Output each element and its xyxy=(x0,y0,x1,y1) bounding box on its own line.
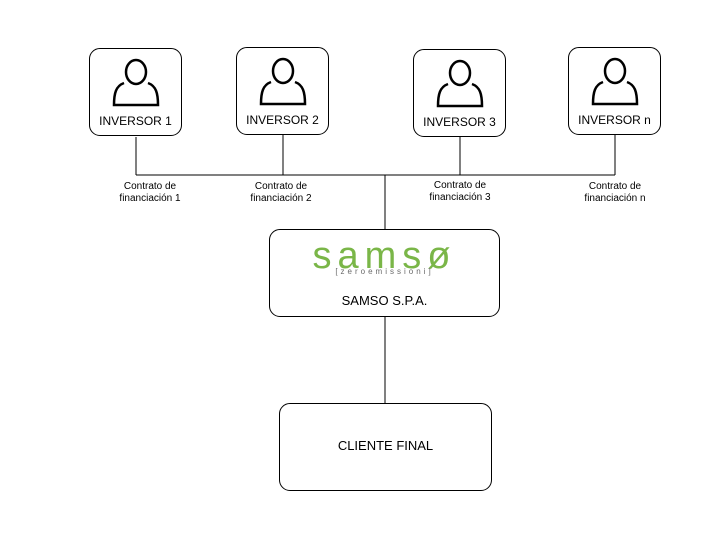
contract-line-2: financiación n xyxy=(584,193,646,204)
contract-label-2: Contrato de financiación 2 xyxy=(226,181,336,205)
company-box: samsø [zeroemissioni] SAMSO S.P.A. xyxy=(269,229,500,317)
investor-label: INVERSOR n xyxy=(578,113,651,127)
investor-box-3: INVERSOR 3 xyxy=(413,49,506,137)
contract-line-1: Contrato de xyxy=(123,181,177,192)
person-icon xyxy=(112,58,159,107)
person-icon xyxy=(591,57,638,106)
company-name: SAMSO S.P.A. xyxy=(341,293,428,308)
contract-label-n: Contrato de financiación n xyxy=(560,181,670,205)
investor-label: INVERSOR 2 xyxy=(246,113,319,127)
investor-label: INVERSOR 1 xyxy=(99,114,172,128)
person-icon xyxy=(436,59,483,108)
investor-box-n: INVERSOR n xyxy=(568,47,661,135)
investor-label: INVERSOR 3 xyxy=(423,115,496,129)
contract-label-3: Contrato de financiación 3 xyxy=(405,180,515,204)
contract-line-1: Contrato de xyxy=(433,180,487,191)
client-label: CLIENTE FINAL xyxy=(337,438,434,453)
investor-box-2: INVERSOR 2 xyxy=(236,47,329,135)
company-logo: samsø xyxy=(312,235,457,277)
person-icon xyxy=(259,57,306,106)
contract-label-1: Contrato de financiación 1 xyxy=(95,181,205,205)
contract-line-1: Contrato de xyxy=(254,181,308,192)
contract-line-2: financiación 3 xyxy=(429,192,491,203)
company-logo-subtext: [zeroemissioni] xyxy=(335,267,434,276)
contract-line-2: financiación 2 xyxy=(250,193,312,204)
investor-box-1: INVERSOR 1 xyxy=(89,48,182,136)
client-box: CLIENTE FINAL xyxy=(279,403,492,491)
contract-line-1: Contrato de xyxy=(588,181,642,192)
contract-line-2: financiación 1 xyxy=(119,193,181,204)
